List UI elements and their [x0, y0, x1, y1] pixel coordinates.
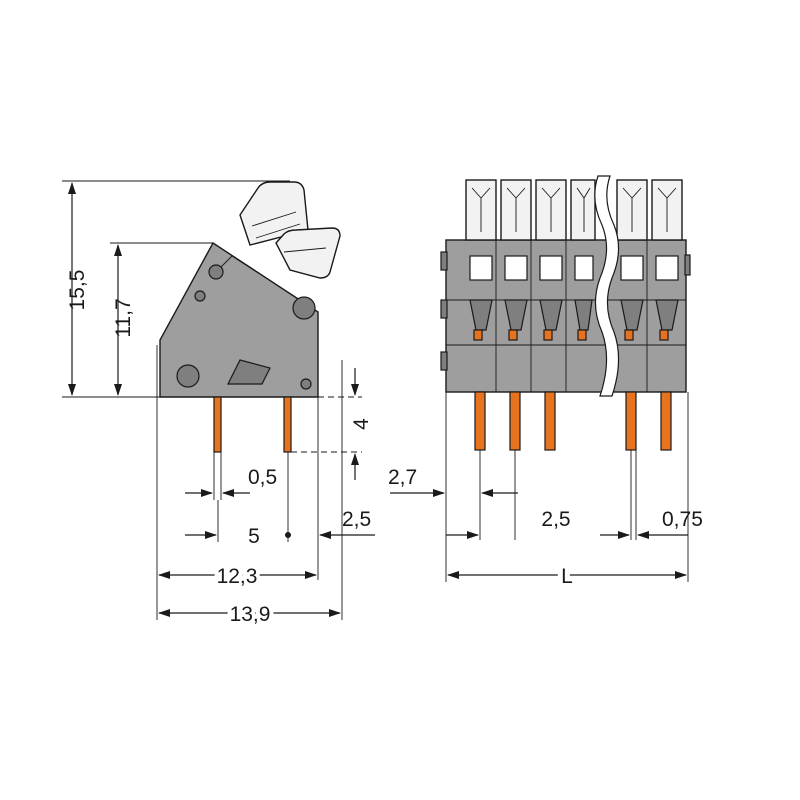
side-hole-small: [194, 290, 206, 302]
front-view: 2,7 2,5 0,75 L: [388, 175, 703, 593]
side-hole-top: [208, 264, 224, 280]
side-pin-left: [213, 396, 222, 453]
front-pin-2: [509, 391, 521, 451]
side-release-slot: [227, 359, 271, 385]
front-pin-5: [660, 391, 672, 451]
front-pin-3: [544, 391, 556, 451]
pin-center-dot: [285, 532, 291, 538]
dim-width-outer: 13,9: [230, 603, 271, 626]
front-side-tab-lower: [440, 351, 448, 371]
dim-end-offset: 0,75: [662, 508, 703, 531]
front-side-tab-upper: [440, 251, 448, 271]
front-side-tab-right: [684, 254, 691, 276]
pole-3: [535, 179, 567, 392]
dim-pitch: 2,5: [541, 508, 570, 531]
dim-front-edge: 2,7: [388, 466, 417, 489]
pole-4: [570, 179, 596, 341]
front-pin-1: [474, 391, 486, 451]
dim-pin-width: 0,5: [248, 466, 277, 489]
side-pin-right: [283, 396, 292, 453]
side-hole-bottom: [176, 364, 200, 388]
pole-1: [465, 179, 497, 392]
front-side-tab-mid: [440, 299, 448, 319]
dim-pin-spacing: 5: [248, 525, 260, 548]
side-view: 15,5 11,7 4 0,5 5 2,5 12,3 13,9: [62, 180, 375, 630]
side-hole-tiny: [300, 378, 312, 390]
dim-pin-length: 4: [350, 418, 373, 430]
pole-6: [651, 179, 683, 341]
break-gap: [594, 175, 620, 397]
front-pin-4: [625, 391, 637, 451]
dim-width-inner: 12,3: [217, 565, 258, 588]
dim-body-height: 11,7: [112, 298, 135, 337]
side-hole-right: [292, 296, 316, 320]
pole-5: [616, 179, 648, 392]
dim-side-offset: 2,5: [342, 508, 371, 531]
side-lever-rear: [239, 181, 309, 246]
side-lever-front: [275, 227, 341, 279]
dim-length: L: [561, 565, 573, 588]
dim-total-height: 15,5: [66, 270, 89, 311]
pole-2: [500, 179, 532, 392]
pole-group: [465, 179, 683, 392]
